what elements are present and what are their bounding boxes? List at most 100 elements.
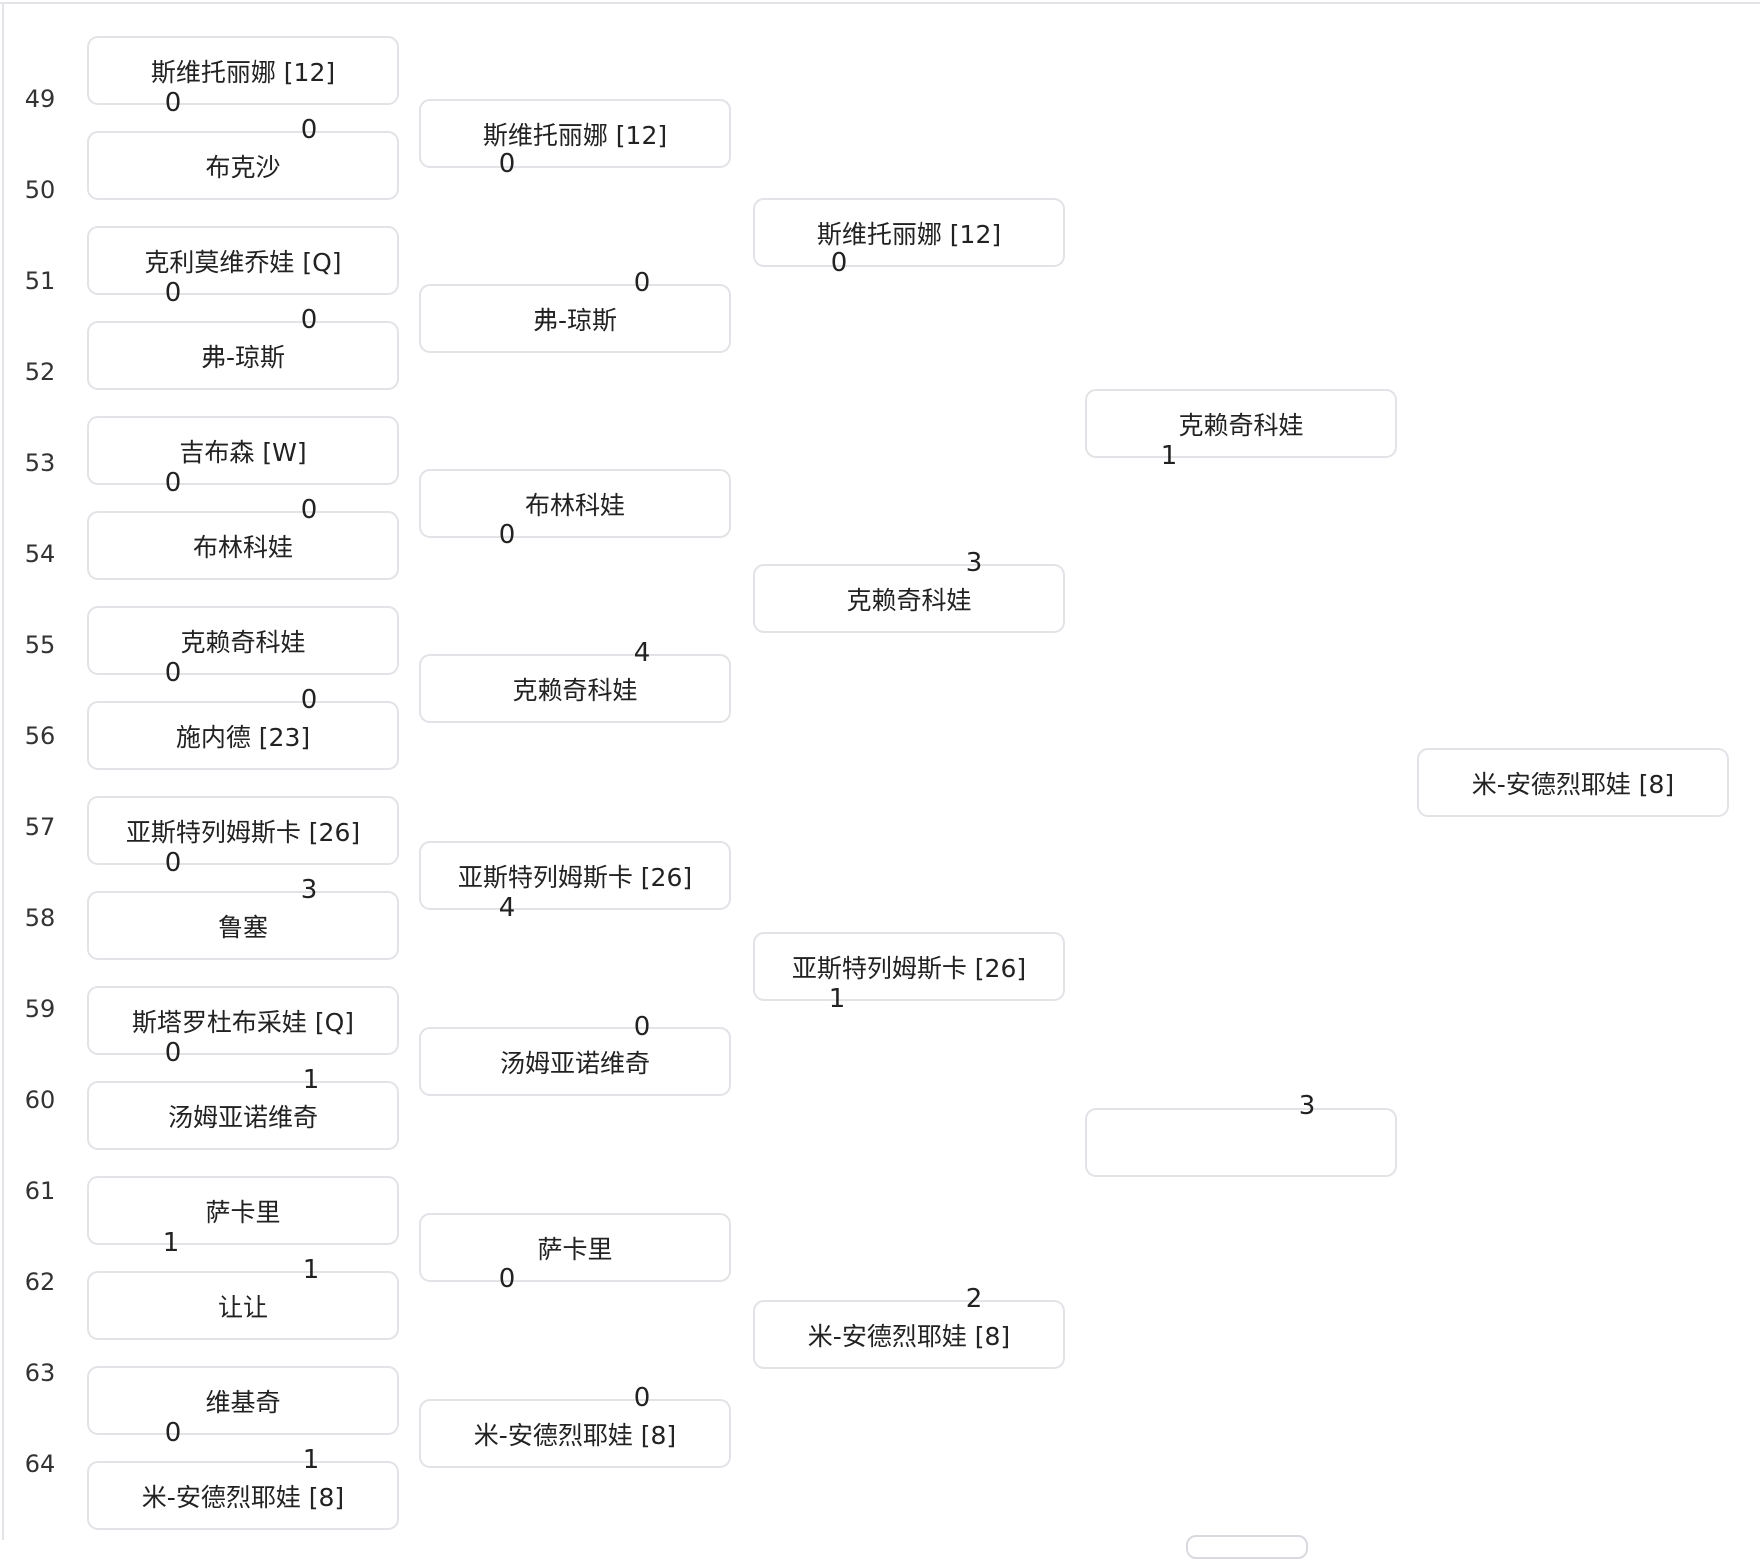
player-name: 米-安德烈耶娃 [8] xyxy=(473,1420,677,1450)
player-name: 让让 xyxy=(217,1292,268,1322)
player-name: 克赖奇科娃 xyxy=(846,585,972,615)
score: 4 xyxy=(498,893,516,923)
round1-player-slot[interactable]: 萨卡里 xyxy=(87,1176,399,1245)
player-name: 斯维托丽娜 [12] xyxy=(482,120,668,150)
left-border xyxy=(2,2,4,1540)
player-name: 斯塔罗杜布采娃 [Q] xyxy=(131,1007,355,1037)
round1-player-slot[interactable]: 米-安德烈耶娃 [8] xyxy=(87,1461,399,1530)
seed-number: 59 xyxy=(24,995,56,1023)
player-name: 鲁塞 xyxy=(217,912,268,942)
round1-player-slot[interactable]: 斯维托丽娜 [12] xyxy=(87,36,399,105)
round4-player-slot-empty[interactable] xyxy=(1085,1108,1397,1177)
round2-player-slot[interactable]: 布林科娃 xyxy=(419,469,731,538)
seed-number: 61 xyxy=(24,1177,56,1205)
player-name: 克赖奇科娃 xyxy=(512,675,638,705)
player-name: 汤姆亚诺维奇 xyxy=(499,1048,650,1078)
round3-player-slot[interactable]: 亚斯特列姆斯卡 [26] xyxy=(753,932,1065,1001)
score: 1 xyxy=(1160,441,1178,471)
player-name: 斯维托丽娜 [12] xyxy=(150,57,336,87)
round2-player-slot[interactable]: 萨卡里 xyxy=(419,1213,731,1282)
score: 0 xyxy=(633,1383,651,1413)
score: 0 xyxy=(830,248,848,278)
round1-player-slot[interactable]: 汤姆亚诺维奇 xyxy=(87,1081,399,1150)
score: 3 xyxy=(1298,1091,1316,1121)
player-name: 弗-琼斯 xyxy=(532,305,618,335)
score: 0 xyxy=(164,1038,182,1068)
round3-player-slot[interactable]: 米-安德烈耶娃 [8] xyxy=(753,1300,1065,1369)
seed-number: 60 xyxy=(24,1086,56,1114)
player-name: 米-安德烈耶娃 [8] xyxy=(807,1321,1011,1351)
player-name: 斯维托丽娜 [12] xyxy=(816,219,1002,249)
score: 1 xyxy=(302,1255,320,1285)
seed-number: 55 xyxy=(24,631,56,659)
score: 0 xyxy=(164,1418,182,1448)
score: 1 xyxy=(302,1445,320,1475)
seed-number: 58 xyxy=(24,904,56,932)
round2-player-slot[interactable]: 克赖奇科娃 xyxy=(419,654,731,723)
player-name: 克利莫维乔娃 [Q] xyxy=(144,247,342,277)
round1-player-slot[interactable]: 施内德 [23] xyxy=(87,701,399,770)
player-name: 亚斯特列姆斯卡 [26] xyxy=(791,953,1027,983)
score: 3 xyxy=(300,875,318,905)
score: 0 xyxy=(164,848,182,878)
seed-number: 57 xyxy=(24,813,56,841)
player-name: 亚斯特列姆斯卡 [26] xyxy=(125,817,361,847)
score: 0 xyxy=(498,149,516,179)
player-name: 布林科娃 xyxy=(524,490,625,520)
final-player-slot[interactable]: 米-安德烈耶娃 [8] xyxy=(1417,748,1729,817)
round1-player-slot[interactable]: 弗-琼斯 xyxy=(87,321,399,390)
score: 3 xyxy=(965,548,983,578)
round2-player-slot[interactable]: 亚斯特列姆斯卡 [26] xyxy=(419,841,731,910)
round2-player-slot[interactable]: 弗-琼斯 xyxy=(419,284,731,353)
round1-player-slot[interactable]: 让让 xyxy=(87,1271,399,1340)
player-name: 布林科娃 xyxy=(192,532,293,562)
seed-number: 56 xyxy=(24,722,56,750)
round1-player-slot[interactable]: 布克沙 xyxy=(87,131,399,200)
score: 0 xyxy=(300,685,318,715)
round1-player-slot[interactable]: 布林科娃 xyxy=(87,511,399,580)
round2-player-slot[interactable]: 汤姆亚诺维奇 xyxy=(419,1027,731,1096)
round1-player-slot[interactable]: 鲁塞 xyxy=(87,891,399,960)
player-name: 施内德 [23] xyxy=(175,722,311,752)
score: 0 xyxy=(164,278,182,308)
round2-player-slot[interactable]: 米-安德烈耶娃 [8] xyxy=(419,1399,731,1468)
player-name: 克赖奇科娃 xyxy=(180,627,306,657)
player-name: 萨卡里 xyxy=(205,1197,281,1227)
score: 0 xyxy=(164,658,182,688)
round3-player-slot[interactable]: 克赖奇科娃 xyxy=(753,564,1065,633)
seed-number: 52 xyxy=(24,358,56,386)
player-name: 亚斯特列姆斯卡 [26] xyxy=(457,862,693,892)
player-name: 克赖奇科娃 xyxy=(1178,410,1304,440)
score: 1 xyxy=(302,1065,320,1095)
score: 4 xyxy=(633,638,651,668)
player-name: 弗-琼斯 xyxy=(200,342,286,372)
partial-bottom-box xyxy=(1186,1535,1308,1559)
round3-player-slot[interactable]: 斯维托丽娜 [12] xyxy=(753,198,1065,267)
score: 0 xyxy=(164,88,182,118)
round1-player-slot[interactable]: 克赖奇科娃 xyxy=(87,606,399,675)
player-name: 布克沙 xyxy=(205,152,281,182)
round1-player-slot[interactable]: 克利莫维乔娃 [Q] xyxy=(87,226,399,295)
seed-number: 62 xyxy=(24,1268,56,1296)
player-name: 吉布森 [W] xyxy=(179,437,307,467)
score: 0 xyxy=(633,268,651,298)
score: 0 xyxy=(300,115,318,145)
seed-number: 50 xyxy=(24,176,56,204)
player-name: 米-安德烈耶娃 [8] xyxy=(1471,769,1675,799)
score: 0 xyxy=(633,1012,651,1042)
score: 2 xyxy=(965,1284,983,1314)
round4-player-slot[interactable]: 克赖奇科娃 xyxy=(1085,389,1397,458)
round1-player-slot[interactable]: 斯塔罗杜布采娃 [Q] xyxy=(87,986,399,1055)
score: 0 xyxy=(164,468,182,498)
round1-player-slot[interactable]: 吉布森 [W] xyxy=(87,416,399,485)
round1-player-slot[interactable]: 亚斯特列姆斯卡 [26] xyxy=(87,796,399,865)
score: 0 xyxy=(300,305,318,335)
score: 1 xyxy=(828,984,846,1014)
seed-number: 64 xyxy=(24,1450,56,1478)
seed-number: 53 xyxy=(24,449,56,477)
round1-player-slot[interactable]: 维基奇 xyxy=(87,1366,399,1435)
round2-player-slot[interactable]: 斯维托丽娜 [12] xyxy=(419,99,731,168)
seed-number: 51 xyxy=(24,267,56,295)
player-name: 汤姆亚诺维奇 xyxy=(167,1102,318,1132)
